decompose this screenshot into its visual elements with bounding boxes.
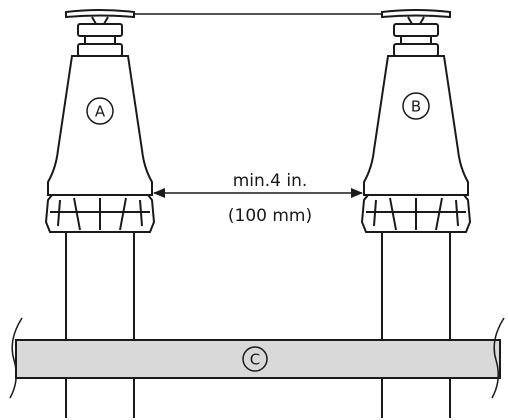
dimension-label-mm: (100 mm) (228, 206, 312, 226)
sprinkler-head-a (44, 9, 156, 233)
callout-c: C (242, 346, 268, 372)
dimension-label-inches: min.4 in. (233, 171, 308, 191)
callout-a-label: A (95, 103, 106, 121)
riser-pipe-left (65, 232, 135, 418)
callout-b: B (402, 92, 430, 120)
sprinkler-head-b (360, 9, 472, 233)
callout-a: A (86, 97, 114, 125)
riser-pipe-right (381, 232, 451, 418)
callout-b-label: B (411, 98, 421, 116)
callout-c-label: C (250, 351, 260, 369)
